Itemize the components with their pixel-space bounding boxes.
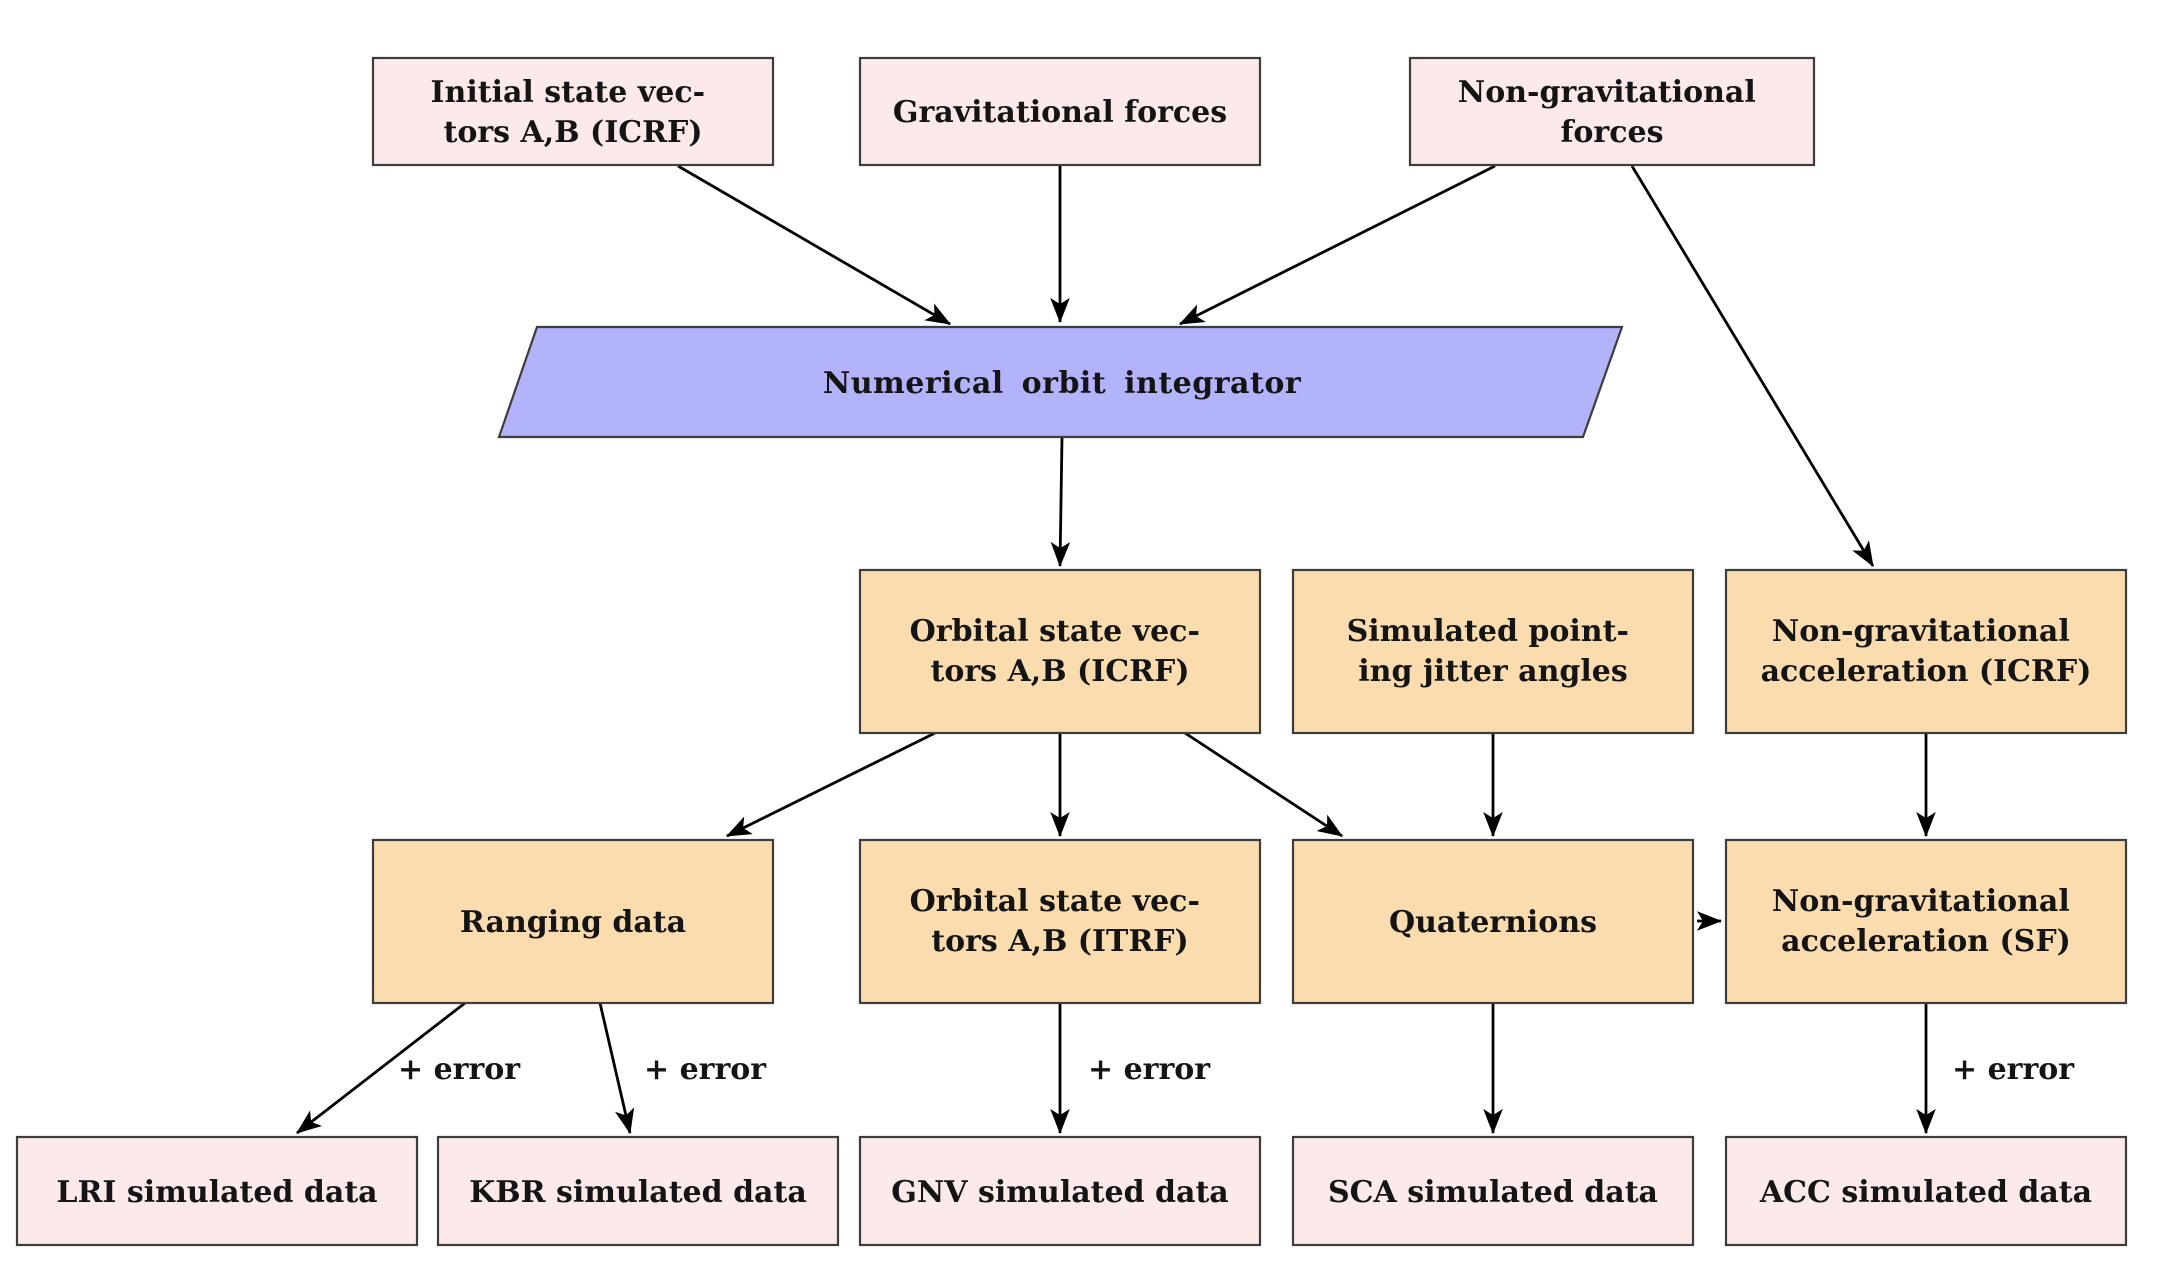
error-label-lri: + error [398, 1052, 521, 1087]
node-non-gravitational-acceleration-sf-box [1724, 838, 2128, 1005]
node-label: SCA simulated data [1328, 1175, 1658, 1210]
node-numerical-orbit-integrator-shape [497, 325, 1624, 439]
edge-ranging-to-lri [296, 1001, 466, 1135]
node-orbital-state-vectors-icrf: Orbital state vec- tors A,B (ICRF) [858, 568, 1262, 735]
node-initial-state-vectors: Initial state vec- tors A,B (ICRF) [371, 56, 775, 167]
node-label: Non-gravitational forces [1458, 75, 1766, 150]
node-label-line: Numerical orbit integrator [823, 366, 1302, 401]
node-numerical-orbit-integrator: Numerical orbit integrator [497, 325, 1624, 439]
node-kbr-simulated-data-box [436, 1135, 840, 1247]
node-label: Simulated point- ing jitter angles [1347, 614, 1640, 689]
node-label-line: tors A,B (ITRF) [931, 924, 1189, 959]
node-label-line: Ranging data [460, 905, 686, 940]
edge-integrator-to-orbital-icrf [1050, 436, 1071, 568]
node-label-line: Orbital state vec- [910, 614, 1200, 649]
node-orbital-state-vectors-itrf: Orbital state vec- tors A,B (ITRF) [858, 838, 1262, 1005]
node-non-gravitational-forces: Non-gravitational forces [1408, 56, 1816, 167]
node-gravitational-forces: Gravitational forces [858, 56, 1262, 167]
node-label: LRI simulated data [56, 1175, 377, 1210]
node-label-line: tors A,B (ICRF) [930, 654, 1189, 689]
node-kbr-simulated-data: KBR simulated data [436, 1135, 840, 1247]
edge-ranging-to-kbr [598, 1002, 635, 1135]
node-orbital-state-vectors-icrf-box [858, 568, 1262, 735]
node-non-gravitational-acceleration-sf: Non-gravitational acceleration (SF) [1724, 838, 2128, 1005]
node-label: GNV simulated data [891, 1175, 1229, 1210]
node-non-gravitational-acceleration-icrf-box [1724, 568, 2128, 735]
error-label-acc: + error [1952, 1052, 2075, 1087]
node-gnv-simulated-data-box [858, 1135, 1262, 1247]
node-label-line: Non-gravitational [1458, 75, 1756, 110]
node-label: Non-gravitational acceleration (SF) [1772, 884, 2080, 959]
edge-orbital-icrf-to-quaternions [1184, 731, 1343, 838]
node-quaternions-box [1291, 838, 1695, 1005]
node-initial-state-vectors-box [371, 56, 775, 167]
error-label-kbr: + error [644, 1052, 767, 1087]
node-non-gravitational-forces-box [1408, 56, 1816, 167]
node-label-line: Non-gravitational [1772, 614, 2070, 649]
node-ranging-data-box [371, 838, 775, 1005]
edge-orbital-icrf-to-ranging-data [725, 731, 936, 838]
diagram-edges: + error + error + error + error [296, 164, 2075, 1135]
node-acc-simulated-data: ACC simulated data [1724, 1135, 2128, 1247]
node-lri-simulated-data-box [15, 1135, 419, 1247]
error-label-gnv: + error [1088, 1052, 1211, 1087]
node-label: KBR simulated data [469, 1175, 807, 1210]
node-label-line: Gravitational forces [893, 95, 1227, 130]
node-label: Non-gravitational acceleration (ICRF) [1761, 614, 2092, 689]
node-label: Initial state vec- tors A,B (ICRF) [430, 75, 715, 150]
node-label: Orbital state vec- tors A,B (ITRF) [910, 884, 1211, 959]
node-label-line: ACC simulated data [1759, 1175, 2092, 1210]
node-ranging-data: Ranging data [371, 838, 775, 1005]
node-simulated-pointing-jitter-angles: Simulated point- ing jitter angles [1291, 568, 1695, 735]
node-label-line: Non-gravitational [1772, 884, 2070, 919]
node-label: Ranging data [460, 905, 686, 940]
node-lri-simulated-data: LRI simulated data [15, 1135, 419, 1247]
node-label: Orbital state vec- tors A,B (ICRF) [910, 614, 1211, 689]
node-label-line: tors A,B (ICRF) [443, 115, 702, 150]
node-label: ACC simulated data [1759, 1175, 2092, 1210]
node-label-line: Orbital state vec- [910, 884, 1200, 919]
node-label-line: KBR simulated data [469, 1175, 807, 1210]
node-quaternions: Quaternions [1291, 838, 1695, 1005]
node-label-line: Simulated point- [1347, 614, 1629, 649]
node-label: Gravitational forces [893, 95, 1227, 130]
node-label-line: ing jitter angles [1358, 654, 1628, 689]
node-label-line: acceleration (SF) [1781, 924, 2071, 959]
edge-non-gravitational-forces-to-integrator [1178, 164, 1496, 326]
edge-initial-state-to-integrator [677, 164, 951, 326]
node-simulated-pointing-jitter-angles-box [1291, 568, 1695, 735]
edge-non-gravitational-forces-to-ngacc-icrf [1630, 165, 1875, 567]
node-label-line: forces [1561, 115, 1664, 150]
node-label: Quaternions [1389, 905, 1597, 940]
node-non-gravitational-acceleration-icrf: Non-gravitational acceleration (ICRF) [1724, 568, 2128, 735]
node-acc-simulated-data-box [1724, 1135, 2128, 1247]
node-orbital-state-vectors-itrf-box [858, 838, 1262, 1005]
node-label-line: Initial state vec- [430, 75, 705, 110]
node-label-line: LRI simulated data [56, 1175, 377, 1210]
node-gravitational-forces-box [858, 56, 1262, 167]
node-sca-simulated-data-box [1291, 1135, 1695, 1247]
node-label-line: acceleration (ICRF) [1761, 654, 2092, 689]
node-gnv-simulated-data: GNV simulated data [858, 1135, 1262, 1247]
node-label-line: GNV simulated data [891, 1175, 1229, 1210]
node-label-line: Quaternions [1389, 905, 1597, 940]
node-label: Numerical orbit integrator [823, 366, 1302, 401]
node-sca-simulated-data: SCA simulated data [1291, 1135, 1695, 1247]
node-label-line: SCA simulated data [1328, 1175, 1658, 1210]
